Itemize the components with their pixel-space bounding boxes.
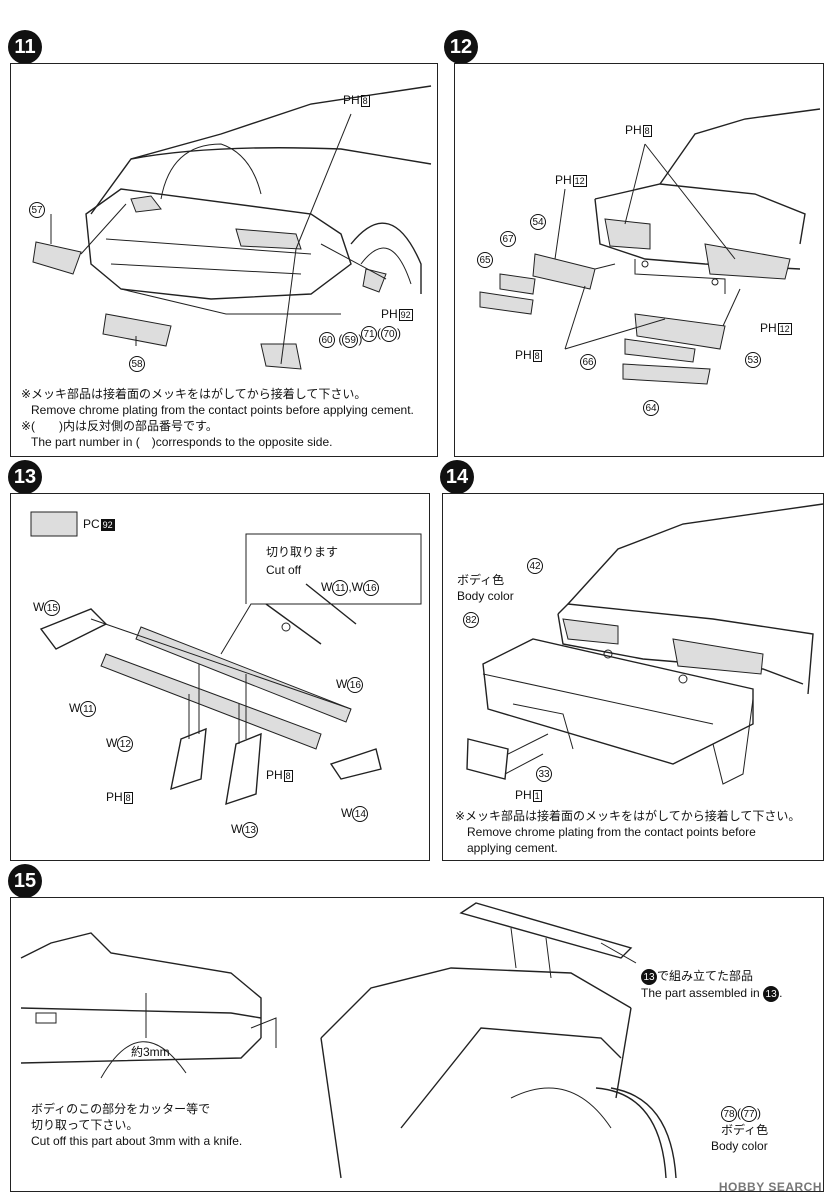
part-53-label: 53: [745, 352, 761, 368]
body-color-jp-15: ボディ色: [721, 1123, 769, 1137]
part-71-70-label: 71(70): [361, 326, 401, 342]
step-12-drawing: [479, 108, 821, 385]
part-66-label: 66: [580, 354, 596, 370]
part-60-59-label: 60 (59): [319, 332, 362, 348]
step-11-notes: ※メッキ部品は接着面のメッキをはがしてから接着して下さい。 Remove chr…: [21, 387, 414, 449]
step-15-cut-note: ボディのこの部分をカッター等で 切り取って下さい。 Cut off this p…: [31, 1102, 243, 1148]
watermark: HOBBY SEARCH: [718, 1180, 822, 1194]
part-64-label: 64: [643, 400, 659, 416]
step-11-badge: 11: [8, 30, 42, 64]
step-11-drawing: [32, 85, 432, 370]
step-13-drawing: [30, 511, 422, 806]
part-57-label: 57: [29, 202, 45, 218]
step-12-badge: 12: [444, 30, 478, 64]
cut-3mm-label: 約3mm: [131, 1045, 170, 1059]
part-65-lens: [479, 291, 534, 315]
part-58-lens: [102, 313, 172, 347]
step-15-drawing: [20, 902, 677, 1179]
pc92-swatch: [30, 511, 78, 537]
part-78-77-label: 78(77): [721, 1106, 761, 1122]
step-15-badge: 15: [8, 864, 42, 898]
part-57-lens: [32, 241, 82, 275]
step-13-badge: 13: [8, 460, 42, 494]
cut-off-en: Cut off: [266, 563, 302, 577]
step-14-notes: ※メッキ部品は接着面のメッキをはがしてから接着して下さい。 Remove chr…: [455, 809, 801, 855]
part-53-lens: [634, 313, 726, 350]
cut-off-jp: 切り取ります: [266, 545, 339, 559]
part-71-lens: [362, 268, 387, 293]
step-14-badge: 14: [440, 460, 474, 494]
part-82-label: 82: [463, 612, 479, 628]
part-42-label: 42: [527, 558, 543, 574]
part-33-label: 33: [536, 766, 552, 782]
part-66-lens: [624, 338, 696, 363]
body-color-en-14: Body color: [457, 589, 514, 603]
part-64-lens: [622, 363, 711, 385]
body-color-en-15: Body color: [711, 1139, 768, 1153]
part-54-lens: [532, 253, 596, 290]
step-15-panel: 約3mm ボディのこの部分をカッター等で 切り取って下さい。 Cut off t…: [10, 897, 824, 1192]
part-60-lens: [260, 343, 302, 370]
part-58-label: 58: [129, 356, 145, 372]
step-14-drawing: [466, 503, 824, 785]
part-65-label: 65: [477, 252, 493, 268]
part-67-label: 67: [500, 231, 516, 247]
body-color-jp-14: ボディ色: [457, 573, 505, 587]
part-54-label: 54: [530, 214, 546, 230]
part-67-lens: [499, 273, 536, 295]
